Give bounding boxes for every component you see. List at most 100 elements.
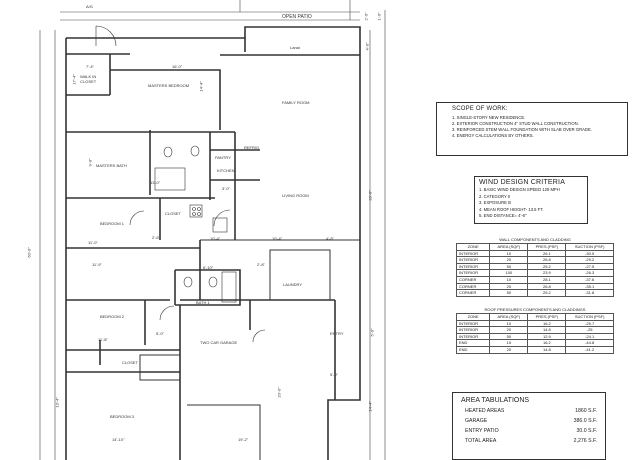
dim-label: 11'-8" (98, 337, 108, 342)
kitchen-label: KITCHEN (217, 168, 235, 173)
table-cell: 20 (489, 282, 529, 291)
table-cell: -37.6 (565, 275, 614, 284)
table-cell: 20 (489, 326, 529, 334)
table-cell: -24.1 (565, 332, 614, 341)
lanai-label: Lanai (290, 45, 300, 50)
dim-label: 1'-0" (376, 12, 382, 21)
closet2-label: CLOSET (122, 360, 139, 365)
table-cell: 12.9 (527, 332, 567, 341)
roof-pressures-table: ROOF PRESSURES COMPONENTS AND CLADDINGS … (455, 307, 614, 354)
table-cell: CORNER (455, 275, 491, 284)
dim-label: 60'-0" (26, 247, 32, 258)
table-cell: INTERIOR (455, 269, 491, 277)
dim-label: 2'-6" (152, 235, 160, 240)
table-cell: 26.8 (527, 256, 567, 264)
wind-title: WIND DESIGN CRITERIA (479, 179, 566, 186)
table-header-row: ZONE AREA (SQF) PRES.(PSF) SUCTION (PSF) (455, 243, 614, 251)
table-cell: END (455, 339, 491, 347)
dim-label: 2'-0" (363, 12, 369, 21)
family-room-label: FAMILY ROOM (282, 100, 310, 105)
area-row: GARAGE 386.0 S.F. (465, 416, 597, 426)
dim-label: 16'-0" (172, 64, 183, 69)
table-cell: 26.1 (527, 249, 567, 258)
garage-label: TWO CAR GARAGE (200, 340, 238, 345)
dim-label: 6'-10" (203, 265, 214, 270)
table-cell: 14.8 (527, 345, 567, 354)
table-cell: 16.2 (527, 319, 567, 328)
table-cell: -35.1 (565, 282, 614, 291)
dim-label: 10'-4" (272, 236, 283, 241)
table-cell: 10 (489, 249, 529, 258)
table-header: AREA (SQF) (489, 243, 529, 251)
table-cell: 100 (489, 269, 529, 277)
table-cell: 10 (489, 339, 529, 347)
pantry-label: PANTRY (215, 155, 231, 160)
table-cell: 28.1 (527, 275, 567, 284)
area-row-value: 386.0 S.F. (573, 418, 597, 424)
table-cell: -31.8 (565, 289, 614, 297)
dim-label: 11'-0" (88, 240, 98, 245)
area-row: HEATED AREAS 1860 S.F. (465, 406, 597, 416)
bedroom1-label: BEDROOM 1 (100, 221, 125, 226)
top-label: A/G (86, 4, 93, 9)
scope-title: SCOPE OF WORK: (452, 106, 508, 112)
dim-label: 13'-0" (150, 180, 161, 185)
dim-label: 14'-4" (198, 81, 204, 92)
dim-label: 9'-0" (87, 158, 93, 167)
area-row-label: ENTRY PATIO (465, 428, 499, 434)
table-cell: INTERIOR (455, 332, 491, 341)
masters-bedroom-label: MASTERS BEDROOM (148, 83, 190, 88)
table-cell: -41.2 (565, 345, 614, 354)
table-header: AREA (SQF) (489, 313, 529, 321)
table-cell: INTERIOR (455, 262, 491, 271)
table-header: PRES.(PSF) (527, 313, 567, 321)
closet1-label: CLOSET (165, 211, 182, 216)
area-row-label: GARAGE (465, 418, 488, 424)
open-patio-label: OPEN PATIO (282, 14, 312, 20)
table-cell: 50 (489, 332, 529, 341)
dim-label: 11'-9" (92, 262, 102, 267)
area-row-value: 1860 S.F. (575, 408, 597, 414)
dim-label: 19'-2" (238, 437, 249, 442)
dim-label: 4'-8" (326, 236, 334, 241)
table-cell: 20 (489, 345, 529, 354)
table-cell: 20 (489, 256, 529, 264)
area-row-label: HEATED AREAS (465, 408, 505, 414)
table-cell: 25.2 (527, 262, 567, 271)
walk-in-closet-label: WALK IN CLOSET (80, 74, 97, 84)
wind-item: 2. CATEGORY II (479, 193, 511, 199)
table-cell: -25 (565, 326, 614, 334)
dim-label: 4'-0" (364, 42, 370, 51)
dim-label: 14'-10" (112, 437, 125, 442)
dim-label: 33'-0" (367, 190, 373, 201)
table-header: PRES.(PSF) (527, 243, 567, 251)
table-cell: END (455, 345, 491, 354)
wall-table-caption: WALL COMPONENTS AND CLADDING (499, 237, 571, 242)
table-cell: 14.8 (527, 326, 567, 334)
wind-design-box: WIND DESIGN CRITERIA 1. BASIC WIND DESIG… (474, 176, 588, 224)
table-cell: INTERIOR (455, 326, 491, 334)
table-cell: 50 (489, 262, 529, 271)
wind-item: 1. BASIC WIND DESIGN SPEED 125 MPH (479, 187, 560, 192)
table-cell: INTERIOR (455, 249, 491, 258)
table-cell: 26.8 (527, 282, 567, 291)
table-cell: 10 (489, 319, 529, 328)
bedroom2-label: BEDROOM 2 (100, 314, 125, 319)
dim-label: 5'-0" (369, 328, 375, 337)
table-header: SUCTION (PSF) (565, 243, 614, 251)
table-cell: INTERIOR (455, 319, 491, 328)
area-row-label: TOTAL AREA (465, 438, 497, 444)
dim-label: 17'-4" (71, 74, 77, 85)
table-header: SUCTION (PSF) (565, 313, 614, 321)
